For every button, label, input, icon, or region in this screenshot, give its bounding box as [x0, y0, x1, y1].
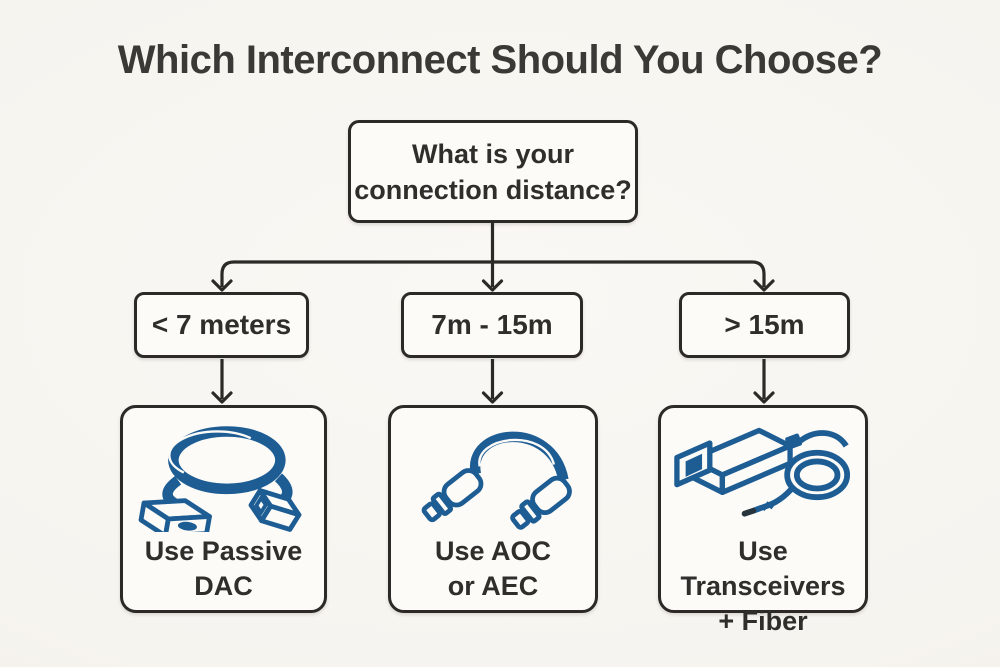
- result-box-aoc-aec: Use AOC or AEC: [388, 405, 598, 613]
- branch-bar-line: [220, 260, 766, 287]
- result-label: Use Transceivers + Fiber: [680, 536, 846, 636]
- arrowhead-right-icon: [753, 279, 775, 292]
- condition-label: > 15m: [724, 309, 805, 340]
- arrowhead-result2-icon: [481, 391, 504, 404]
- condition-box-under-7m: < 7 meters: [134, 292, 309, 358]
- result-box-transceivers-fiber: Use Transceivers + Fiber: [658, 405, 868, 636]
- result-label: Use AOC or AEC: [434, 536, 552, 601]
- transceiver-fiber-coil-icon: [674, 427, 851, 517]
- aoc-aec-cable-icon: [421, 431, 572, 530]
- arrowhead-center-icon: [481, 279, 504, 292]
- result-box-passive-dac: Use Passive DAC: [120, 405, 327, 613]
- arrowhead-result1-icon: [211, 391, 233, 404]
- root-question-text: What is your connection distance?: [354, 138, 632, 205]
- arrowhead-result3-icon: [753, 391, 775, 404]
- passive-dac-cable-icon: [138, 425, 301, 532]
- root-question-box: What is your connection distance?: [348, 120, 638, 223]
- page-title: Which Interconnect Should You Choose?: [117, 38, 883, 82]
- condition-label: 7m - 15m: [431, 309, 553, 340]
- condition-box-over-15m: > 15m: [679, 292, 850, 358]
- condition-box-7m-15m: 7m - 15m: [401, 292, 583, 358]
- arrowhead-left-icon: [211, 279, 233, 292]
- condition-label: < 7 meters: [151, 309, 292, 340]
- result-label: Use Passive DAC: [144, 536, 303, 601]
